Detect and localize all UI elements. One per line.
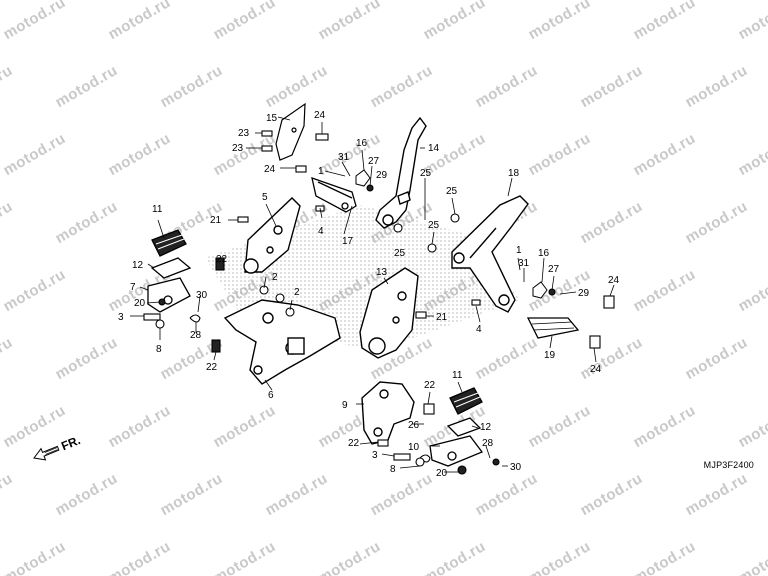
shift-lever	[375, 116, 427, 229]
callout-4-a: 4	[318, 226, 324, 237]
callout-5: 5	[262, 192, 268, 203]
callout-7: 7	[130, 282, 136, 293]
callout-26: 26	[408, 420, 420, 431]
callout-16-a: 16	[356, 138, 368, 149]
callout-4-b: 4	[476, 324, 482, 335]
left-footpeg	[147, 257, 192, 313]
left-upper-bracket	[243, 197, 301, 274]
callout-31-a: 31	[338, 152, 350, 163]
leader-lines	[130, 116, 615, 473]
callout-18: 18	[508, 168, 520, 179]
callout-19: 19	[544, 350, 556, 361]
callout-24-a: 24	[314, 110, 326, 121]
callout-11-a: 11	[152, 204, 163, 215]
diagram-code: MJP3F2400	[703, 460, 754, 470]
callout-1-b: 1	[516, 245, 522, 256]
rider-footpeg	[526, 317, 580, 339]
front-indicator-label: FR.	[59, 433, 82, 453]
callout-21-b: 21	[436, 312, 448, 323]
callout-1-a: 1	[318, 166, 324, 177]
callout-30-b: 30	[510, 462, 522, 473]
right-footpeg-rubber	[449, 387, 483, 415]
callout-27-b: 27	[548, 264, 560, 275]
left-step-bracket	[223, 299, 341, 385]
callout-25-d: 25	[394, 248, 406, 259]
callout-29-b: 29	[578, 288, 590, 299]
callout-15: 15	[266, 113, 278, 124]
callout-21-a: 21	[210, 215, 222, 226]
passenger-step-bracket	[361, 381, 415, 445]
callout-2-a: 2	[272, 272, 278, 283]
fasteners	[143, 130, 615, 475]
callout-31-b: 31	[518, 258, 530, 269]
callout-13: 13	[376, 267, 388, 278]
right-upper-bracket	[359, 267, 419, 359]
callout-3-a: 3	[118, 312, 124, 323]
front-indicator: FR.	[33, 433, 82, 461]
callout-24-d: 24	[590, 364, 602, 375]
callout-30-a: 30	[196, 290, 208, 301]
callout-12-b: 12	[480, 422, 492, 433]
brake-pedal-arm	[311, 177, 357, 213]
callout-6: 6	[268, 390, 274, 401]
callout-23-b: 23	[232, 143, 244, 154]
callout-20-a: 20	[134, 298, 146, 309]
callout-14: 14	[428, 143, 440, 154]
callout-8-a: 8	[156, 344, 162, 355]
callout-2-b: 2	[294, 287, 300, 298]
small-shield-16b	[532, 281, 548, 299]
callout-20-b: 20	[436, 468, 448, 479]
callout-25-c: 25	[428, 220, 440, 231]
callout-25-a: 25	[420, 168, 432, 179]
callout-8-b: 8	[390, 464, 396, 475]
callout-10: 10	[408, 442, 420, 453]
callout-27-a: 27	[368, 156, 380, 167]
callout-24-b: 24	[264, 164, 276, 175]
small-shield-16	[355, 169, 371, 187]
callout-12-a: 12	[132, 260, 144, 271]
callout-17: 17	[342, 236, 354, 247]
callout-3-b: 3	[372, 450, 378, 461]
callout-25-b: 25	[446, 186, 458, 197]
right-footpeg	[429, 417, 484, 467]
left-footpeg-rubber	[151, 229, 187, 257]
right-step-holder	[451, 195, 529, 313]
callout-22-c: 22	[424, 380, 436, 391]
callout-28-b: 28	[482, 438, 494, 449]
callout-22-d: 22	[348, 438, 360, 449]
callout-11-b: 11	[452, 370, 463, 381]
callout-22-a: 22	[216, 254, 228, 265]
callout-29-a: 29	[376, 170, 388, 181]
callout-22-b: 22	[206, 362, 218, 373]
callout-24-c: 24	[608, 275, 620, 286]
callout-16-b: 16	[538, 248, 550, 259]
heel-guard-plate	[275, 102, 306, 161]
callout-9: 9	[342, 400, 348, 411]
callout-28-a: 28	[190, 330, 202, 341]
callout-labels: 1 1 2 2 3 3 4 4 5 6 7 8 8 9 10 11 11 12 …	[118, 110, 620, 479]
callout-23-a: 23	[238, 128, 250, 139]
